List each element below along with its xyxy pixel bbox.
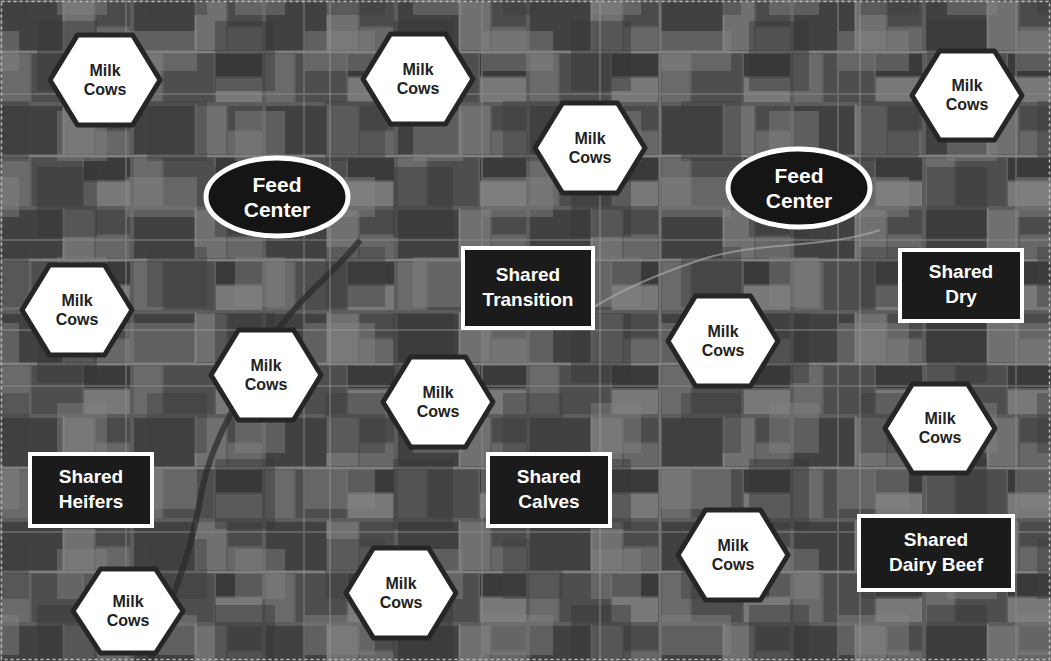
shared-facility-box: Shared Calves (486, 452, 612, 528)
node-label: Milk Cows (388, 60, 448, 98)
hexagon-outline (70, 566, 186, 656)
hexagon-shape (346, 548, 456, 638)
hexagon-shape (535, 103, 645, 193)
milk-cows-hexagon: Milk Cows (208, 327, 324, 423)
hexagon-shape (912, 51, 1022, 140)
hexagon-outline (675, 507, 791, 603)
milk-cows-hexagon: Milk Cows (380, 354, 496, 450)
hexagon-shape (211, 330, 321, 420)
facility-label: Shared Heifers (42, 465, 140, 514)
node-label: Milk Cows (75, 61, 135, 99)
node-label: Milk Cows (910, 409, 970, 447)
feed-center-ellipse: Feed Center (203, 155, 351, 239)
facility-label: Feed Center (757, 163, 841, 213)
node-label: Milk Cows (937, 76, 997, 114)
milk-cows-hexagon: Milk Cows (70, 566, 186, 656)
milk-cows-hexagon: Milk Cows (343, 545, 459, 641)
milk-cows-hexagon: Milk Cows (360, 31, 476, 127)
node-label: Milk Cows (703, 536, 763, 574)
shared-facility-box: Shared Heifers (28, 452, 154, 528)
hexagon-outline (909, 48, 1025, 143)
shared-facility-box: Shared Dairy Beef (857, 514, 1015, 592)
node-label: Milk Cows (693, 322, 753, 360)
milk-cows-hexagon: Milk Cows (19, 262, 135, 358)
hexagon-shape (885, 384, 995, 473)
hexagon-outline (665, 293, 781, 389)
facility-label: Feed Center (235, 172, 319, 222)
ellipse-outline (725, 146, 873, 230)
milk-cows-hexagon: Milk Cows (47, 32, 163, 128)
hexagon-shape (363, 34, 473, 124)
hexagon-outline (882, 381, 998, 476)
hexagon-outline (47, 32, 163, 128)
hexagon-outline (532, 100, 648, 196)
milk-cows-hexagon: Milk Cows (675, 507, 791, 603)
hexagon-shape (678, 510, 788, 600)
node-label: Milk Cows (371, 574, 431, 612)
hexagon-shape (73, 569, 183, 653)
hexagon-shape (22, 265, 132, 355)
milk-cows-hexagon: Milk Cows (532, 100, 648, 196)
hexagon-shape (668, 296, 778, 386)
shared-facility-box: Shared Transition (461, 246, 595, 330)
node-label: Milk Cows (236, 356, 296, 394)
ellipse-shape (728, 149, 870, 227)
hexagon-outline (360, 31, 476, 127)
milk-cows-hexagon: Milk Cows (665, 293, 781, 389)
hexagon-outline (380, 354, 496, 450)
feed-center-ellipse: Feed Center (725, 146, 873, 230)
ellipse-outline (203, 155, 351, 239)
facility-label: Shared Transition (479, 263, 577, 312)
hexagon-outline (19, 262, 135, 358)
hexagon-shape (50, 35, 160, 125)
milk-cows-hexagon: Milk Cows (882, 381, 998, 476)
node-label: Milk Cows (408, 383, 468, 421)
hexagon-shape (383, 357, 493, 447)
hexagon-outline (343, 545, 459, 641)
node-label: Milk Cows (560, 129, 620, 167)
milk-cows-hexagon: Milk Cows (909, 48, 1025, 143)
node-label: Milk Cows (47, 291, 107, 329)
facility-label: Shared Dry (912, 260, 1010, 309)
node-label: Milk Cows (98, 592, 158, 630)
shared-facility-box: Shared Dry (898, 248, 1024, 323)
hexagon-outline (208, 327, 324, 423)
facility-label: Shared Dairy Beef (887, 528, 985, 577)
facility-label: Shared Calves (500, 465, 598, 514)
ellipse-shape (206, 158, 348, 236)
